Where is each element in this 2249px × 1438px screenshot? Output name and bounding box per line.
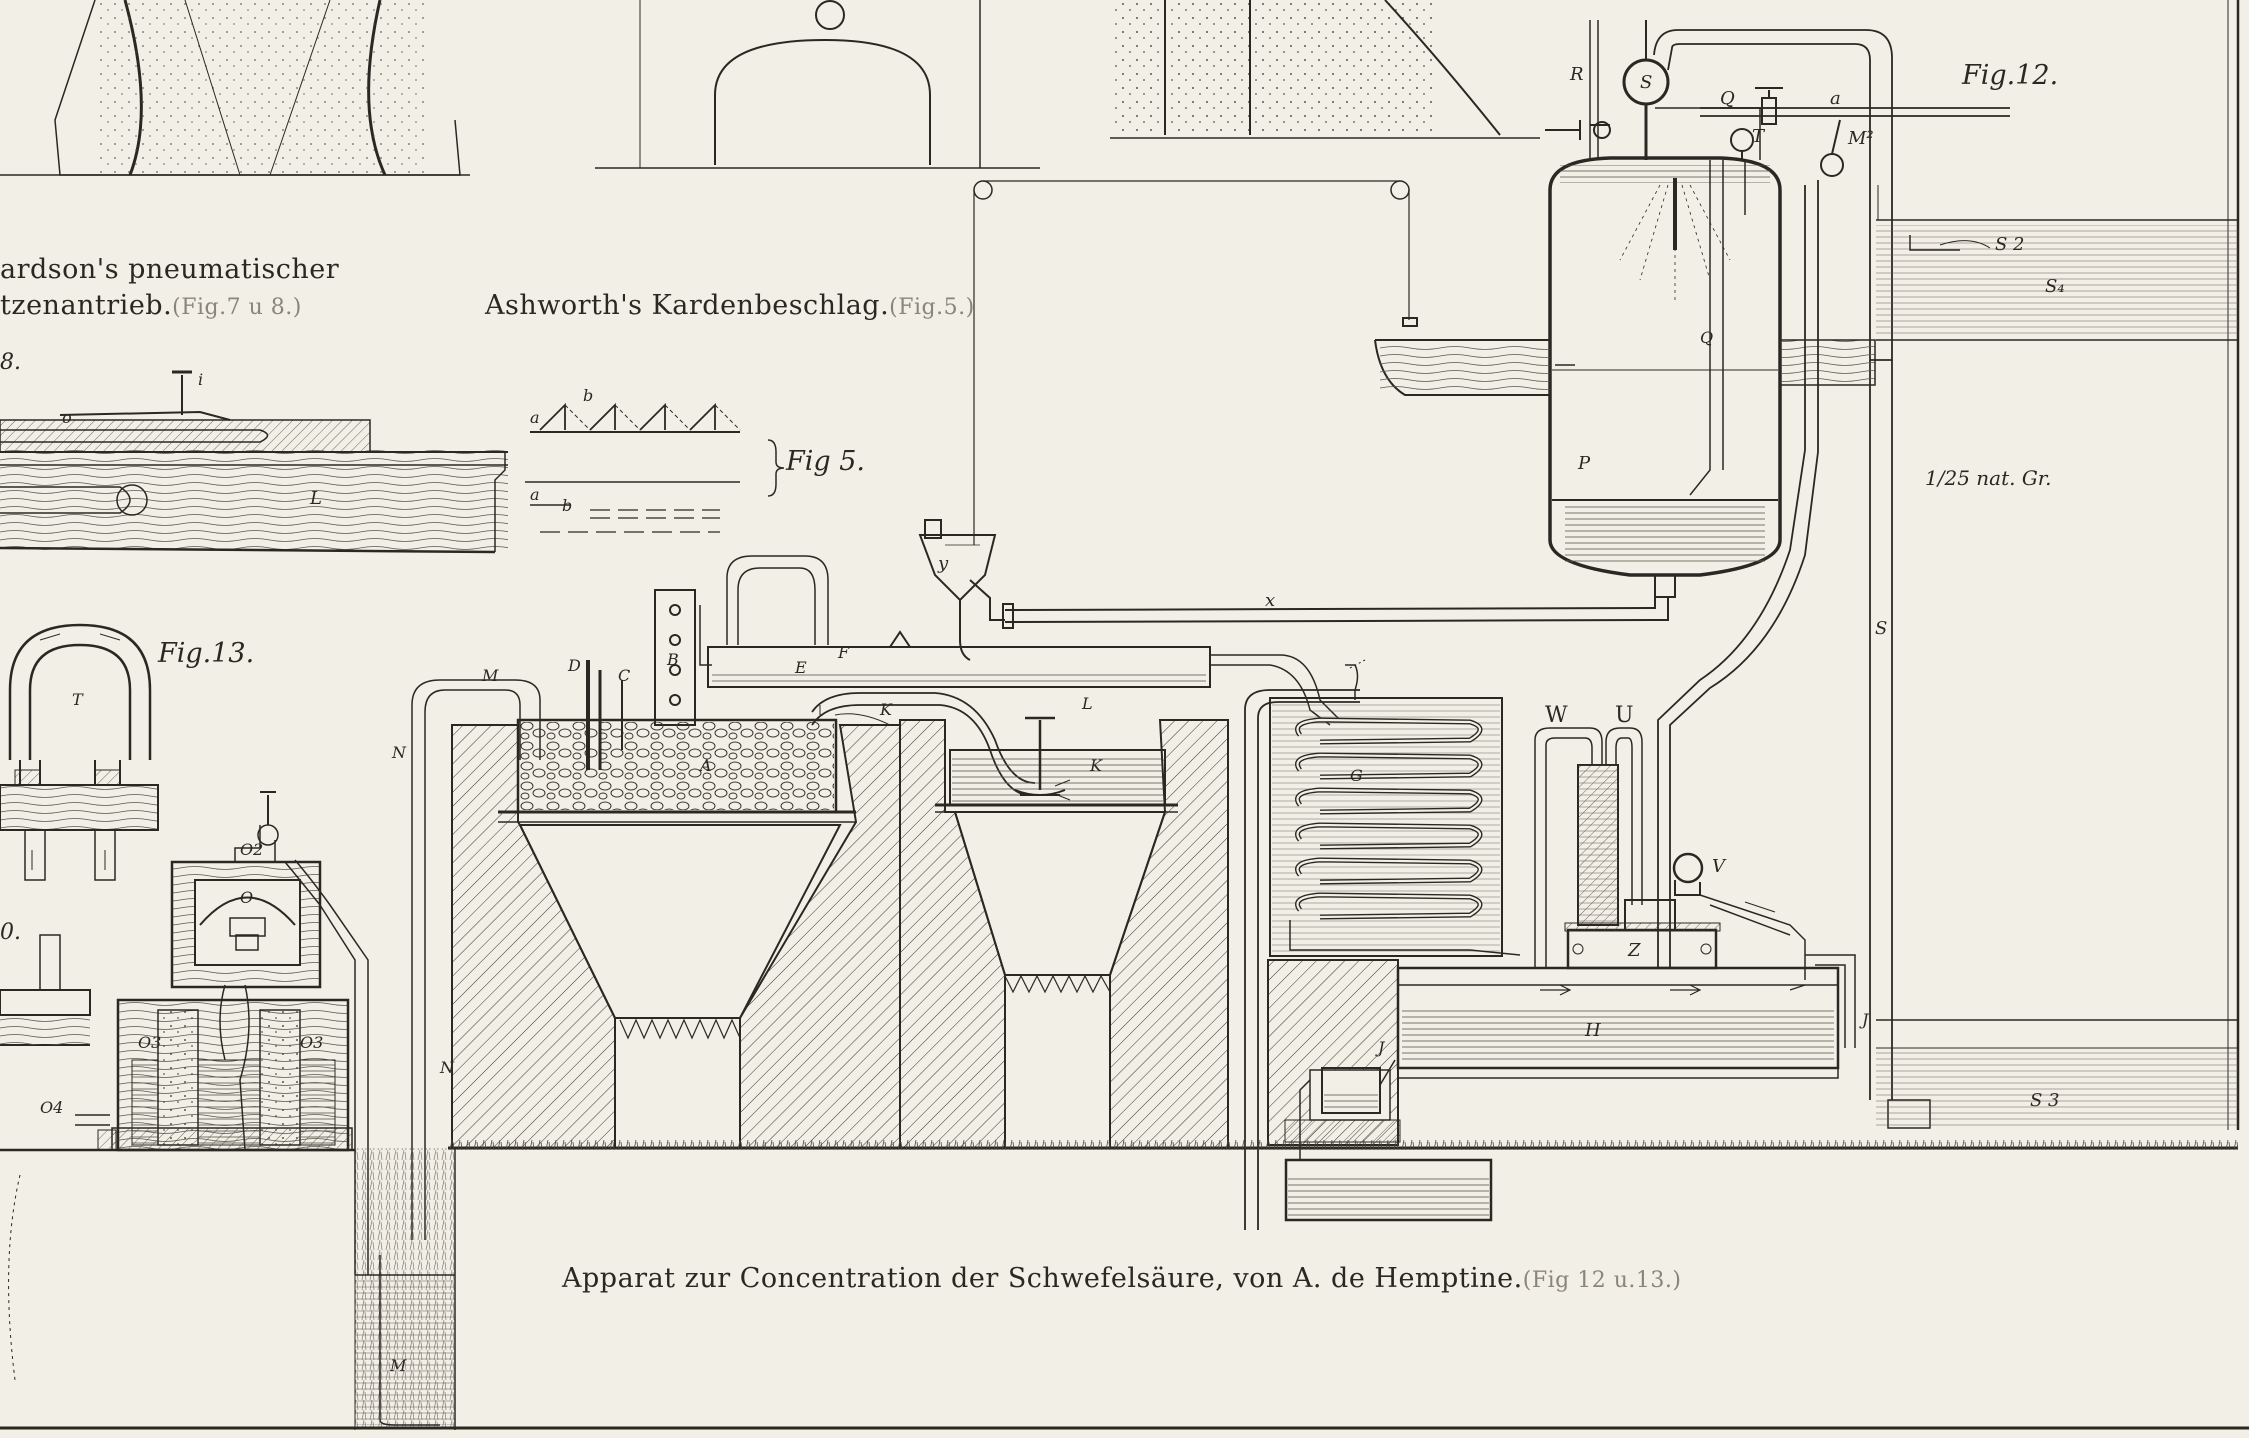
- letter-s-right: S: [1875, 618, 1888, 639]
- letter-n-low: N: [440, 1058, 454, 1077]
- letter-v: V: [1712, 856, 1725, 877]
- letter-k-tank: K: [1090, 756, 1102, 775]
- letter-m-bottom: M: [390, 1356, 407, 1375]
- letter-l: L: [1082, 694, 1093, 713]
- letter-y: y: [938, 553, 949, 574]
- fig-partial-left-label: 0.: [0, 920, 21, 945]
- letter-i-fig8: i: [198, 370, 204, 389]
- fig5-label: Fig 5.: [786, 446, 865, 477]
- letter-t: T: [1752, 126, 1765, 147]
- letter-m2: M²: [1848, 128, 1874, 149]
- scale-label: 1/25 nat. Gr.: [1925, 466, 2052, 490]
- letter-j-left: J: [1378, 1038, 1385, 1057]
- letter-d: D: [568, 656, 581, 675]
- letter-s2: S 2: [1995, 234, 2025, 255]
- caption-ashworth-text: Ashworth's Kardenbeschlag.: [485, 290, 890, 321]
- letter-z: Z: [1628, 940, 1641, 961]
- letter-m: M: [482, 666, 499, 685]
- cooler-g: [1269, 659, 1521, 957]
- letter-a-fig5-lower: a: [530, 485, 540, 504]
- caption-richardson-line2: tzenantrieb.(Fig.7 u 8.): [0, 292, 302, 319]
- letter-o-fig8: o: [62, 408, 72, 427]
- fig8-partial-label: 8.: [0, 350, 21, 375]
- vessel-k: [935, 716, 1178, 813]
- top-right-figure: [1110, 0, 1540, 139]
- caption-richardson-text: tzenantrieb.: [0, 290, 173, 321]
- vessel-h: [1396, 966, 1840, 1079]
- vessel-j: [1284, 1059, 1493, 1222]
- letter-j-right: J: [1862, 1010, 1869, 1029]
- trough-ef: [699, 555, 1341, 726]
- letter-s-top: S: [1640, 72, 1653, 93]
- fig13-label: Fig.13.: [158, 638, 255, 669]
- letter-t-fig13: T: [72, 690, 83, 709]
- letter-o3a: O3: [138, 1033, 162, 1052]
- caption-ashworth: Ashworth's Kardenbeschlag.(Fig.5.): [485, 292, 975, 319]
- letter-q-low: Q: [1700, 328, 1714, 347]
- caption-richardson-line1: ardson's pneumatischer: [0, 254, 340, 285]
- letter-o2: O2: [240, 840, 264, 859]
- fig13-diagram: [0, 623, 369, 1381]
- fig8-diagram: [0, 370, 508, 554]
- vessel-s-top: [1545, 20, 2010, 361]
- letter-x: x: [1265, 590, 1276, 611]
- letter-o: O: [240, 888, 254, 907]
- caption-ashworth-ref: (Fig.5.): [889, 295, 975, 320]
- cord-pulley: [973, 180, 1418, 545]
- towers-wu: [1534, 727, 1676, 968]
- letter-h: H: [1585, 1020, 1601, 1041]
- letter-w: W: [1545, 703, 1568, 728]
- ground-line: [354, 1140, 2238, 1430]
- caption-richardson-ref: (Fig.7 u 8.): [172, 295, 302, 320]
- letter-s3: S 3: [2030, 1090, 2060, 1111]
- letter-p: P: [1578, 453, 1591, 474]
- letter-a-top: a: [1830, 88, 1841, 109]
- vessel-a: [411, 660, 856, 1240]
- caption-hemptine: Apparat zur Concentration der Schwefelsä…: [562, 1265, 1681, 1292]
- pipe-x: [1002, 597, 1669, 629]
- letter-a-fig5: a: [530, 408, 540, 427]
- letter-c: C: [618, 666, 631, 685]
- letter-q: Q: [1720, 88, 1735, 109]
- letter-b-fig5: b: [583, 386, 594, 405]
- top-middle-figure: [595, 0, 1040, 169]
- letter-k-pipe: K: [880, 700, 892, 719]
- letter-a-vessel: A: [700, 756, 712, 775]
- fig5-diagram: [525, 402, 785, 533]
- letter-f: F: [838, 643, 850, 662]
- letter-o3b: O3: [300, 1033, 324, 1052]
- funnel-y: [918, 519, 1005, 661]
- vessel-p: [1548, 156, 1782, 598]
- caption-hemptine-ref: (Fig 12 u.13.): [1522, 1268, 1682, 1293]
- floor-beam-top: [1374, 339, 1876, 396]
- letter-e: E: [795, 658, 807, 677]
- right-building: [1869, 0, 2240, 1130]
- letter-r: R: [1570, 64, 1584, 85]
- letter-g: G: [1350, 766, 1363, 785]
- letter-o4: O4: [40, 1098, 64, 1117]
- pipe-v: [1657, 180, 1856, 1048]
- fig12-label: Fig.12.: [1962, 60, 2059, 91]
- letter-s4: S₄: [2045, 276, 2065, 297]
- letter-u: U: [1615, 703, 1634, 728]
- letter-n-top: N: [392, 743, 406, 762]
- caption-hemptine-text: Apparat zur Concentration der Schwefelsä…: [562, 1263, 1523, 1294]
- letter-b-fig5-lower: b: [562, 496, 573, 515]
- letter-b: B: [667, 650, 679, 669]
- letter-l-fig8: L: [310, 488, 322, 509]
- top-left-figure: [0, 0, 470, 176]
